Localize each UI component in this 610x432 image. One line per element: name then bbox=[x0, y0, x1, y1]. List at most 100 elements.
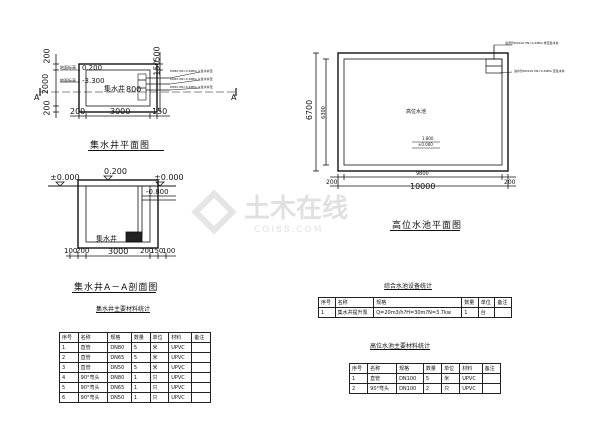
table-cell: 米 bbox=[149, 362, 170, 373]
tank-dim-bottom-9800: 9800 bbox=[416, 171, 429, 177]
sump-plan-title: 集水井平面图 bbox=[90, 141, 151, 151]
tank-plan-drawing bbox=[313, 44, 516, 189]
equip-table-title: 综合水池设备统计 bbox=[384, 283, 433, 290]
table-cell: 1 bbox=[318, 307, 336, 318]
tank-dim-left-6700: 6700 bbox=[305, 99, 315, 121]
table-cell: 5 bbox=[422, 373, 443, 384]
equipment-table: 序号 名称 规格 数量 单位 备注 1 集水井提升泵 Q=20m3/h?H=30… bbox=[318, 297, 512, 318]
table-cell bbox=[191, 352, 211, 363]
tank-dim-bottom-10000: 10000 bbox=[410, 182, 436, 191]
watermark-cn: 土木在线 bbox=[244, 194, 349, 224]
tank-pipe-note-2: 进水管DN100 PN=0.6MPa 至集水井 bbox=[514, 69, 565, 73]
tank-plan-title: 高位水池平面图 bbox=[392, 221, 463, 231]
table-cell: 4 bbox=[59, 372, 79, 383]
sump-dim-left-2000: 2000 bbox=[41, 73, 51, 95]
table-cell: DN100 bbox=[396, 373, 424, 384]
table-cell: UPVC bbox=[168, 372, 193, 383]
col-header: 名称 bbox=[367, 363, 398, 374]
table-cell: 米 bbox=[149, 352, 170, 363]
table-cell bbox=[191, 382, 211, 393]
table-row: 1 直管 DN80 5 米 UPVC bbox=[59, 342, 211, 353]
section-dim-150: 150 bbox=[150, 247, 164, 255]
sump-section-title-underline bbox=[72, 292, 156, 293]
section-dim-100a: 100 bbox=[64, 247, 78, 255]
table-cell: 直管 bbox=[77, 342, 109, 353]
sump-table-title: 集水井主要材料统计 bbox=[96, 306, 151, 313]
table-cell: DN80 bbox=[107, 372, 132, 383]
sump-dim-bottom-left-200: 200 bbox=[42, 100, 52, 116]
table-cell bbox=[191, 342, 211, 353]
sump-dim-bottom-150: 150 bbox=[152, 107, 168, 116]
section-pit-label: 集水井 bbox=[96, 235, 117, 243]
table-cell bbox=[191, 362, 211, 373]
table-cell: 5 bbox=[130, 342, 151, 353]
tank-materials-table: 序号 名称 规格 数量 单位 材料 备注 1 直管 DN100 5 米 UPVC… bbox=[348, 363, 502, 394]
col-header: 序号 bbox=[348, 363, 369, 374]
section-level-ground: ±0.000 bbox=[50, 173, 80, 182]
tank-level-b: ±0.000 bbox=[418, 142, 433, 147]
table-cell: 5 bbox=[130, 362, 151, 373]
table-cell: 90°弯头 bbox=[77, 392, 109, 403]
table-cell: 只 bbox=[149, 392, 170, 403]
tank-dim-inner-6300: 6300 bbox=[320, 106, 327, 119]
sump-level-label-2: 地面标高 bbox=[60, 78, 76, 83]
table-cell: DN65 bbox=[107, 352, 132, 363]
table-cell: 6 bbox=[59, 392, 79, 403]
col-header: 单位 bbox=[441, 363, 461, 374]
sump-level-label-1: 地面标高 bbox=[60, 65, 76, 70]
table-cell: 1 bbox=[461, 307, 479, 318]
col-header: 规格 bbox=[373, 297, 463, 308]
col-header: 单位 bbox=[477, 297, 496, 308]
table-cell: 1 bbox=[130, 392, 151, 403]
col-header: 数量 bbox=[422, 363, 443, 374]
table-cell: 1 bbox=[59, 342, 79, 353]
sump-dim-right-500: 500 bbox=[152, 46, 162, 62]
table-cell: 米 bbox=[149, 342, 170, 353]
section-level-pipe: -0.800 bbox=[146, 188, 169, 196]
table-row: 2 90°弯头 DN100 2 只 UPVC bbox=[348, 383, 502, 394]
sump-level-value-2: -3.300 bbox=[82, 77, 105, 85]
table-row: 6 90°弯头 DN50 1 只 UPVC bbox=[59, 392, 211, 403]
table-row: 1 直管 DN100 5 米 UPVC bbox=[348, 373, 502, 384]
watermark: 土木在线 COI88.COM bbox=[191, 189, 358, 240]
table-cell: 90°弯头 bbox=[367, 383, 398, 394]
table-cell: DN100 bbox=[396, 383, 424, 394]
table-cell: Q=20m3/h?H=30m?N=3.7kw bbox=[373, 307, 463, 318]
section-dim-100b: 100 bbox=[162, 247, 176, 255]
table-cell: 只 bbox=[149, 382, 170, 393]
table-cell: 1 bbox=[130, 372, 151, 383]
sump-section-drawing bbox=[48, 175, 176, 259]
table-cell: 90°弯头 bbox=[77, 372, 109, 383]
table-cell: UPVC bbox=[168, 382, 193, 393]
col-header: 数量 bbox=[461, 297, 479, 308]
col-header: 备注 bbox=[494, 297, 512, 308]
table-row: 2 直管 DN65 5 米 UPVC bbox=[59, 352, 211, 363]
watermark-en: COI88.COM bbox=[254, 225, 324, 235]
table-cell: UPVC bbox=[168, 352, 193, 363]
col-header: 规格 bbox=[107, 332, 132, 343]
sump-plan-title-underline bbox=[88, 150, 164, 151]
table-cell: DN65 bbox=[107, 382, 132, 393]
table-cell bbox=[481, 383, 502, 394]
table-cell: 2 bbox=[348, 383, 369, 394]
col-header: 名称 bbox=[334, 297, 375, 308]
table-cell: UPVC bbox=[459, 383, 483, 394]
table-cell: 集水井提升泵 bbox=[334, 307, 375, 318]
table-cell: DN50 bbox=[107, 392, 132, 403]
col-header: 规格 bbox=[396, 363, 424, 374]
sump-pit-label: 集水井 bbox=[104, 85, 125, 93]
table-cell: 只 bbox=[149, 372, 170, 383]
col-header: 材料 bbox=[459, 363, 483, 374]
tank-pipe-note-1: 溢流管DN100 PN=0.6MPa 排至集水井 bbox=[505, 41, 559, 45]
table-cell: 直管 bbox=[367, 373, 398, 384]
section-dim-200a: 200 bbox=[76, 247, 90, 255]
col-header: 序号 bbox=[59, 332, 79, 343]
table-cell: UPVC bbox=[168, 342, 193, 353]
table-cell: 台 bbox=[477, 307, 496, 318]
table-cell: 5 bbox=[130, 352, 151, 363]
table-header-row: 序号 名称 规格 数量 单位 备注 bbox=[318, 297, 512, 308]
sump-dim-bottom-200: 200 bbox=[70, 107, 86, 116]
table-cell: UPVC bbox=[459, 373, 483, 384]
table-cell: UPVC bbox=[168, 392, 193, 403]
